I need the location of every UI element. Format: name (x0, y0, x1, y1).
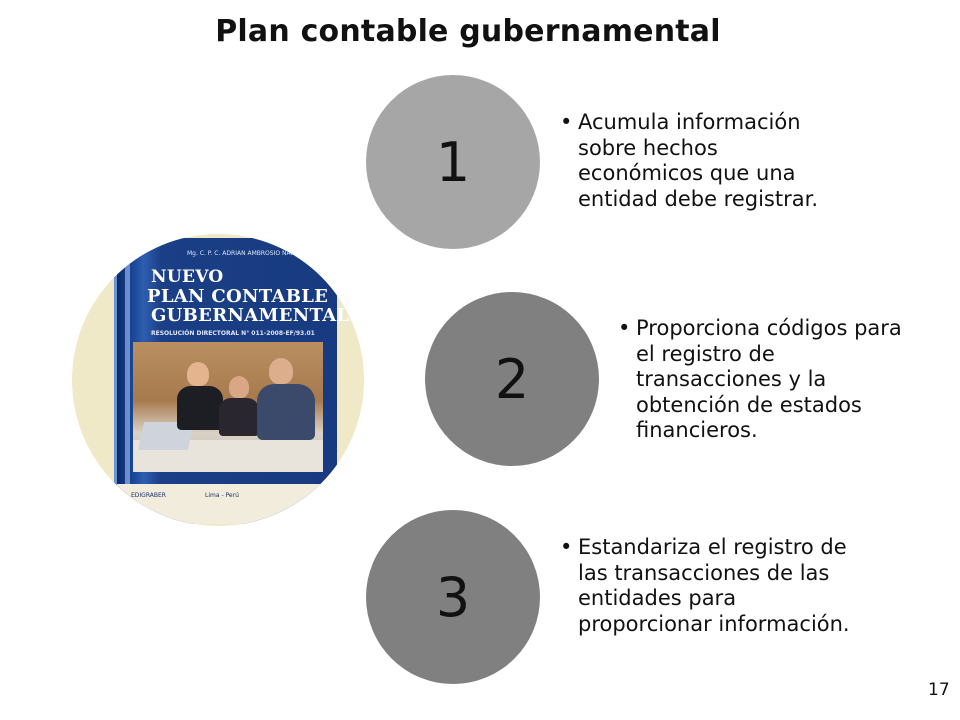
book-city: Lima - Perú (205, 492, 239, 499)
photo-person-2-body (219, 398, 259, 436)
step-text-3: Estandariza el registro de las transacci… (560, 535, 858, 637)
book-title-line-2: PLAN CONTABLE (147, 286, 329, 307)
step-circle-2: 2 (425, 292, 599, 466)
photo-person-1-head (187, 362, 209, 386)
photo-person-2-head (229, 376, 249, 398)
book-footer: EDIGRABER Lima - Perú (117, 484, 337, 524)
photo-person-3-head (269, 358, 293, 384)
book-title-line-1: NUEVO (151, 267, 224, 287)
page-number: 17 (928, 680, 950, 700)
book-cover: Mg. C. P. C. ADRIAN AMBROSIO NARVAEZ NUE… (114, 238, 349, 524)
step-circle-1: 1 (366, 75, 540, 249)
step-text-2: Proporciona códigos para el registro de … (618, 316, 906, 444)
step-circle-3: 3 (366, 510, 540, 684)
book-author: Mg. C. P. C. ADRIAN AMBROSIO NARVAEZ (187, 250, 311, 257)
step-text-1: Acumula información sobre hechos económi… (560, 110, 848, 212)
book-spine-stripe (125, 238, 130, 524)
book-photo (133, 342, 323, 472)
book-resolution: RESOLUCIÓN DIRECTORAL N° 011-2008-EF/93.… (151, 330, 315, 337)
photo-person-1-body (177, 386, 223, 430)
page-title: Plan contable gubernamental (215, 14, 721, 49)
book-publisher: EDIGRABER (131, 492, 166, 499)
book-cover-image: Mg. C. P. C. ADRIAN AMBROSIO NARVAEZ NUE… (72, 234, 364, 526)
book-title-line-3: GUBERNAMENTAL (151, 305, 350, 326)
photo-person-3-body (257, 384, 315, 440)
